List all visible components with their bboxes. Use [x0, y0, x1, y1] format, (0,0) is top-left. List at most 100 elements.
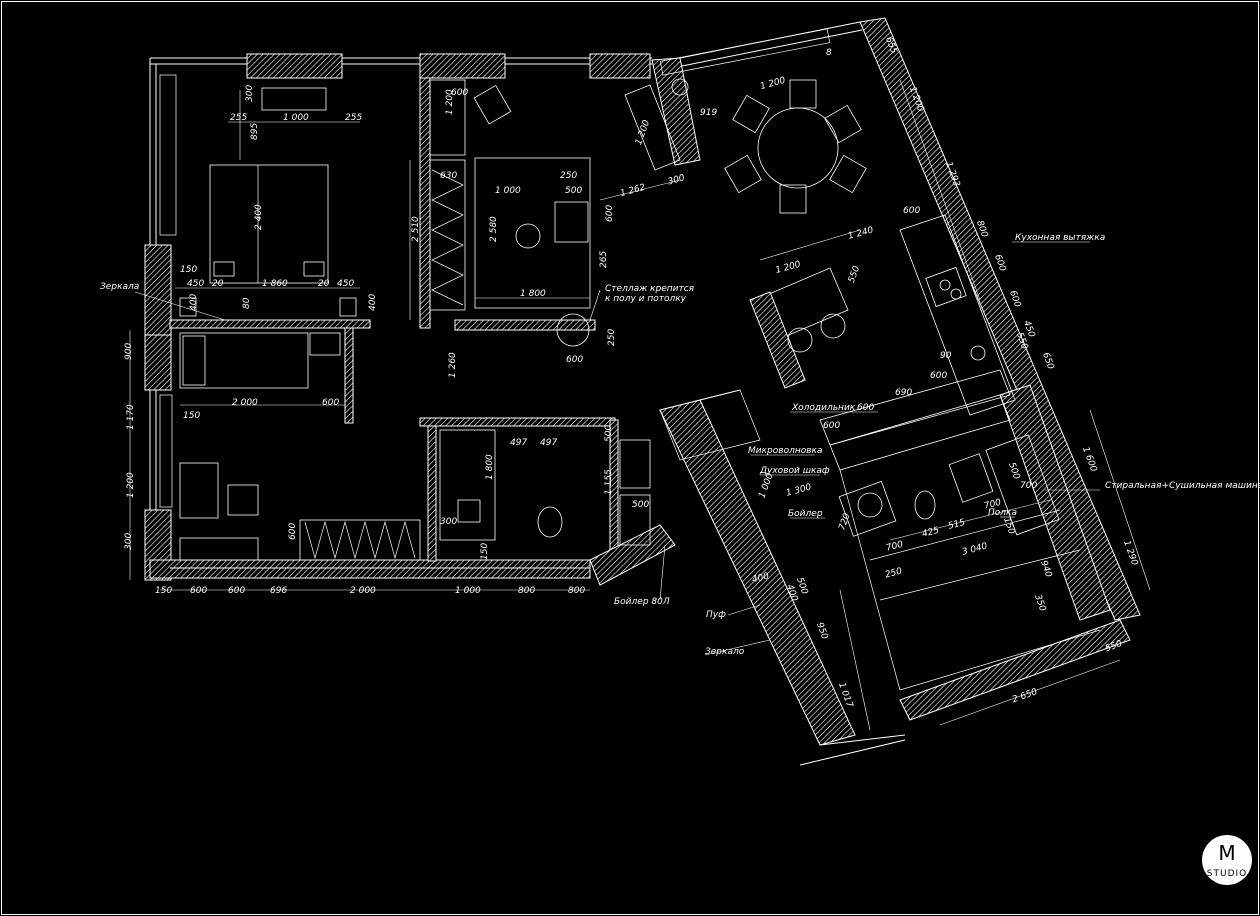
dim: 600	[823, 421, 840, 431]
dim: 1 200	[759, 76, 787, 92]
dim: 1 600	[1080, 446, 1098, 474]
dim: 20	[318, 279, 330, 289]
dim: 600	[992, 253, 1007, 273]
label-oven: Духовой шкаф	[759, 466, 830, 476]
dim: 150	[180, 265, 197, 275]
dim: 515	[947, 518, 966, 532]
dim: 500	[1006, 461, 1021, 481]
dimension-lines	[129, 79, 1151, 731]
dim: 265	[599, 251, 609, 268]
label-shelf-note-1: Стеллаж крепится	[605, 284, 695, 294]
dim: 1 200	[445, 89, 455, 115]
dim: 700	[983, 498, 1002, 512]
dim: 497	[510, 438, 527, 448]
label-mirrors-left: Зеркала	[100, 282, 139, 292]
dim: 80	[242, 297, 252, 309]
dim: 400	[751, 571, 770, 585]
dim: 400	[368, 294, 378, 311]
dim: 950	[814, 621, 829, 641]
dim: 1 800	[520, 289, 546, 299]
dim: 255	[345, 113, 362, 123]
dim: 300	[124, 533, 134, 550]
dim: 497	[540, 438, 557, 448]
dim: 350	[1032, 593, 1047, 613]
dim: 300	[667, 173, 686, 187]
dim: 150	[480, 543, 490, 560]
logo-subtitle: STUDIO	[1207, 869, 1247, 879]
label-mirror-hall: Зеркало	[705, 647, 745, 657]
dim: 600	[930, 371, 947, 381]
dim: 255	[230, 113, 247, 123]
dim: 450	[337, 279, 354, 289]
dim: 2 400	[254, 204, 264, 230]
logo-title: M	[1218, 841, 1235, 865]
dim: 550	[847, 264, 862, 284]
dim: 150	[1001, 516, 1016, 536]
label-boiler80: Бойлер 80Л	[614, 597, 670, 607]
dim: 600	[322, 398, 339, 408]
dim: 2 650	[1011, 687, 1039, 705]
dim: 2 000	[350, 586, 376, 596]
dim: 696	[270, 586, 287, 596]
dim: 895	[250, 123, 260, 140]
labels: Зеркала Стеллаж крепится к полу и потолк…	[100, 233, 1260, 657]
dim: 690	[895, 388, 912, 398]
walls-rotated	[589, 17, 1141, 766]
dim: 1 800	[485, 454, 495, 480]
label-shelf-note-2: к полу и потолку	[605, 294, 687, 304]
dim: 150	[155, 586, 172, 596]
dim: 90	[940, 351, 952, 361]
label-pouf: Пуф	[706, 610, 726, 620]
dim: 8	[826, 48, 832, 58]
dim: 1 860	[262, 279, 288, 289]
dim: 2 510	[411, 216, 421, 242]
dim: 500	[604, 425, 614, 442]
dim: 1 200	[774, 260, 802, 276]
dim: 400	[189, 294, 199, 311]
dim: 1 170	[126, 404, 136, 430]
dim: 1 290	[1121, 539, 1139, 567]
dim: 919	[700, 108, 717, 118]
dim: 600	[605, 205, 615, 222]
dim: 600	[228, 586, 245, 596]
dim: 900	[124, 343, 134, 360]
leader-lines	[134, 241, 1100, 656]
dim: 500	[565, 186, 582, 196]
dim: 600	[190, 586, 207, 596]
studio-logo: M STUDIO	[1202, 835, 1252, 885]
dim: 1 200	[634, 119, 652, 147]
dim: 1 200	[126, 472, 136, 498]
dim: 600	[566, 355, 583, 365]
dim: 2 000	[232, 398, 258, 408]
dim: 650	[1040, 351, 1055, 371]
dim: 1 240	[847, 225, 875, 241]
label-shelf: Полка	[988, 508, 1017, 518]
dim: 250	[884, 566, 903, 580]
dim: 630	[440, 171, 457, 181]
dim: 1 260	[448, 352, 458, 378]
dim: 250	[560, 171, 577, 181]
dimension-texts: 300 255 1 000 255 895 2 400 150 450 20 1…	[124, 36, 1139, 710]
furniture	[179, 78, 1060, 561]
dim: 425	[921, 526, 940, 540]
walls	[144, 53, 652, 581]
dim: 1 000	[283, 113, 309, 123]
dim: 800	[568, 586, 585, 596]
dim: 300	[440, 517, 457, 527]
dim: 2 580	[489, 216, 499, 242]
dim: 450	[187, 279, 204, 289]
label-microwave: Микроволновка	[748, 446, 822, 456]
dim: 600	[857, 403, 874, 413]
dim: 20	[212, 279, 224, 289]
dim: 940	[1038, 559, 1053, 579]
dim: 600	[451, 88, 468, 98]
dim: 150	[183, 411, 200, 421]
dim: 1 155	[604, 469, 614, 495]
dim: 600	[903, 206, 920, 216]
label-washer: Стиральная+Сушильная машина	[1105, 481, 1260, 491]
dim: 800	[518, 586, 535, 596]
dim: 1 300	[785, 482, 813, 498]
label-hood: Кухонная вытяжка	[1015, 233, 1105, 243]
